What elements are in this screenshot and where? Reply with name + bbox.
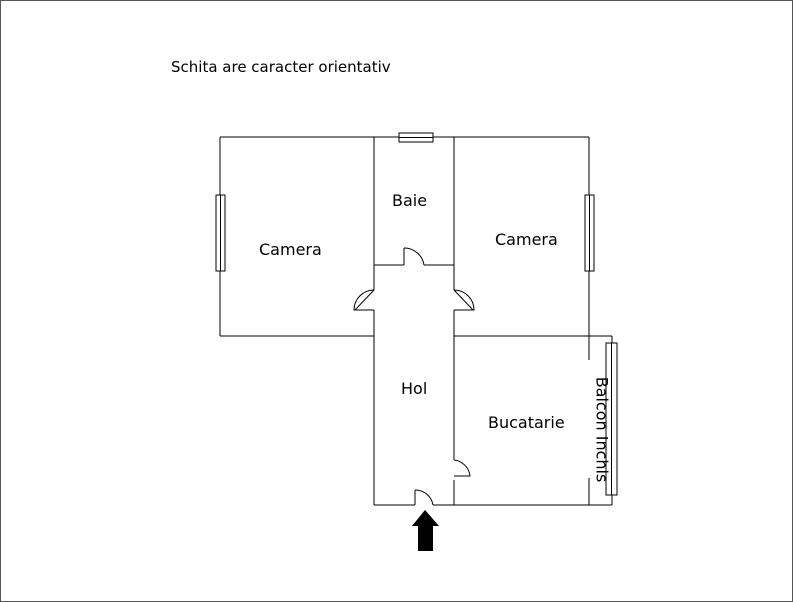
label-balcon-inchis: Balcon Inchis: [592, 376, 612, 483]
diagram-note: Schita are caracter orientativ: [171, 58, 391, 76]
room-hol: [373, 310, 455, 506]
window-balcon: [605, 342, 618, 496]
window-left: [215, 194, 226, 272]
label-baie: Baie: [392, 191, 428, 210]
room-camera-left: [219, 136, 374, 337]
room-baie: [373, 136, 455, 290]
door-camera-right: [453, 289, 475, 311]
door-entrance: [414, 489, 434, 506]
arrow-up-icon: [412, 510, 439, 551]
label-bucatarie: Bucatarie: [488, 413, 565, 432]
door-bucatarie: [453, 459, 471, 477]
label-camera-left: Camera: [259, 240, 322, 259]
window-right: [584, 194, 595, 272]
window-top: [398, 132, 434, 143]
door-baie: [403, 247, 425, 266]
label-hol: Hol: [401, 379, 428, 398]
door-camera-left: [353, 289, 375, 311]
label-camera-right: Camera: [495, 230, 558, 249]
